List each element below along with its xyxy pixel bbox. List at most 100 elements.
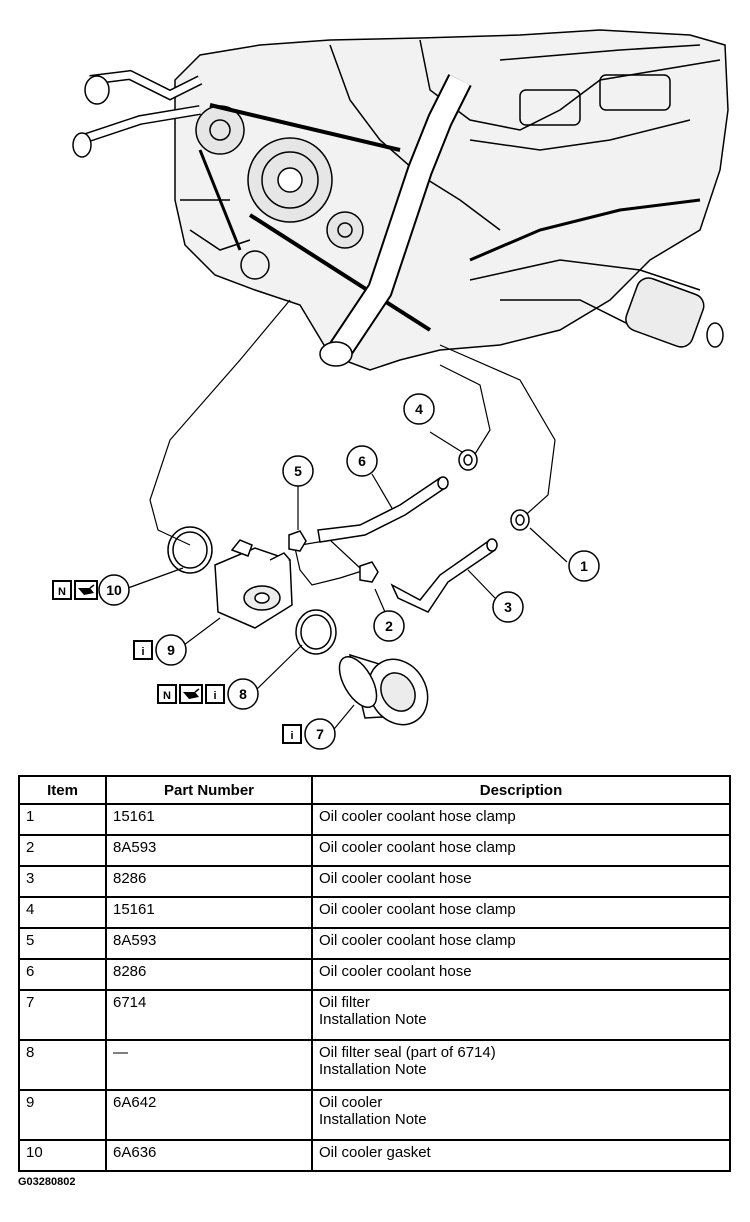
oil-cooler <box>214 539 293 629</box>
figure-id: G03280802 <box>18 1176 76 1188</box>
description-text: Oil filter seal (part of 6714) <box>319 1044 496 1061</box>
svg-text:3: 3 <box>504 599 512 615</box>
item-cell: 9 <box>18 1089 107 1141</box>
callout-6: 6 <box>346 445 378 477</box>
callout-8: N i 8 <box>157 678 259 710</box>
table-row: 5 8A593 Oil cooler coolant hose clamp <box>18 927 731 960</box>
table-header-row: Item Part Number Description <box>18 775 731 805</box>
table-row: 4 15161 Oil cooler coolant hose clamp <box>18 896 731 929</box>
table-row: 8 — Oil filter seal (part of 6714) Insta… <box>18 1039 731 1091</box>
description-text: Oil cooler coolant hose clamp <box>319 932 516 949</box>
svg-text:8: 8 <box>239 686 247 702</box>
description-cell: Oil cooler Installation Note <box>311 1089 731 1141</box>
item-cell: 8 <box>18 1039 107 1091</box>
svg-text:i: i <box>213 690 216 702</box>
new-part-icon <box>52 580 72 600</box>
item-cell: 5 <box>18 927 107 960</box>
callout-3: 3 <box>492 591 524 623</box>
item-cell: 1 <box>18 803 107 836</box>
description-cell: Oil filter seal (part of 6714) Installat… <box>311 1039 731 1091</box>
info-icon <box>282 724 302 744</box>
part-number-cell: 8A593 <box>105 927 313 960</box>
svg-text:4: 4 <box>415 401 423 417</box>
item-cell: 7 <box>18 989 107 1041</box>
description-cell: Oil cooler coolant hose clamp <box>311 834 731 867</box>
svg-text:6: 6 <box>358 453 366 469</box>
oil-cooler-gasket <box>167 526 213 574</box>
oil-filter-seal <box>295 609 337 655</box>
callout-4: 4 <box>403 393 435 425</box>
column-header-part-number: Part Number <box>105 775 313 805</box>
table-row: 9 6A642 Oil cooler Installation Note <box>18 1089 731 1141</box>
callout-7: i 7 <box>282 718 336 750</box>
item-cell: 2 <box>18 834 107 867</box>
installation-note: Installation Note <box>319 1111 427 1128</box>
svg-text:9: 9 <box>167 642 175 658</box>
description-cell: Oil filter Installation Note <box>311 989 731 1041</box>
part-number-cell: — <box>105 1039 313 1091</box>
new-part-icon <box>157 684 177 704</box>
description-text: Oil cooler coolant hose clamp <box>319 901 516 918</box>
part-number-cell: 6A642 <box>105 1089 313 1141</box>
table-row: 1 15161 Oil cooler coolant hose clamp <box>18 803 731 836</box>
part-number-cell: 8286 <box>105 865 313 898</box>
lubricate-icon <box>74 580 98 600</box>
table-row: 10 6A636 Oil cooler gasket <box>18 1139 731 1172</box>
svg-text:N: N <box>58 586 66 598</box>
table-row: 2 8A593 Oil cooler coolant hose clamp <box>18 834 731 867</box>
item-cell: 6 <box>18 958 107 991</box>
description-cell: Oil cooler gasket <box>311 1139 731 1172</box>
description-text: Oil cooler <box>319 1094 383 1111</box>
description-cell: Oil cooler coolant hose clamp <box>311 896 731 929</box>
hose-clamps <box>288 449 530 583</box>
svg-text:1: 1 <box>580 558 588 574</box>
description-text: Oil cooler coolant hose clamp <box>319 839 516 856</box>
svg-text:2: 2 <box>385 618 393 634</box>
table-row: 3 8286 Oil cooler coolant hose <box>18 865 731 898</box>
parts-table: Item Part Number Description 1 15161 Oil… <box>18 775 731 1172</box>
description-text: Oil cooler gasket <box>319 1144 431 1161</box>
item-cell: 3 <box>18 865 107 898</box>
description-cell: Oil cooler coolant hose <box>311 865 731 898</box>
svg-text:i: i <box>141 646 144 658</box>
lubricate-icon <box>179 684 203 704</box>
svg-text:10: 10 <box>106 582 122 598</box>
description-cell: Oil cooler coolant hose clamp <box>311 803 731 836</box>
part-number-cell: 6A636 <box>105 1139 313 1172</box>
svg-text:N: N <box>163 690 171 702</box>
table-row: 6 8286 Oil cooler coolant hose <box>18 958 731 991</box>
description-text: Oil filter <box>319 994 370 1011</box>
part-number-cell: 15161 <box>105 896 313 929</box>
oil-filter <box>338 653 429 726</box>
column-header-description: Description <box>311 775 731 805</box>
info-icon <box>133 640 153 660</box>
coolant-hose-3 <box>390 538 498 613</box>
exploded-diagram: 1 2 3 4 5 6 i 7 N i <box>52 29 729 750</box>
installation-note: Installation Note <box>319 1011 427 1028</box>
item-cell: 10 <box>18 1139 107 1172</box>
callout-1: 1 <box>568 550 600 582</box>
callout-2: 2 <box>373 610 405 642</box>
svg-text:i: i <box>290 730 293 742</box>
description-cell: Oil cooler coolant hose <box>311 958 731 991</box>
svg-text:5: 5 <box>294 463 302 479</box>
installation-note: Installation Note <box>319 1061 427 1078</box>
item-cell: 4 <box>18 896 107 929</box>
table-row: 7 6714 Oil filter Installation Note <box>18 989 731 1041</box>
description-text: Oil cooler coolant hose clamp <box>319 808 516 825</box>
description-text: Oil cooler coolant hose <box>319 870 472 887</box>
engine-illustration <box>72 29 729 371</box>
part-number-cell: 6714 <box>105 989 313 1041</box>
callout-10: N 10 <box>52 574 130 606</box>
part-number-cell: 8286 <box>105 958 313 991</box>
part-number-cell: 15161 <box>105 803 313 836</box>
part-number-cell: 8A593 <box>105 834 313 867</box>
column-header-item: Item <box>18 775 107 805</box>
description-cell: Oil cooler coolant hose clamp <box>311 927 731 960</box>
svg-text:7: 7 <box>316 726 324 742</box>
callout-5: 5 <box>282 455 314 487</box>
callout-9: i 9 <box>133 634 187 666</box>
description-text: Oil cooler coolant hose <box>319 963 472 980</box>
info-icon <box>205 684 225 704</box>
coolant-hose-6 <box>317 476 449 543</box>
